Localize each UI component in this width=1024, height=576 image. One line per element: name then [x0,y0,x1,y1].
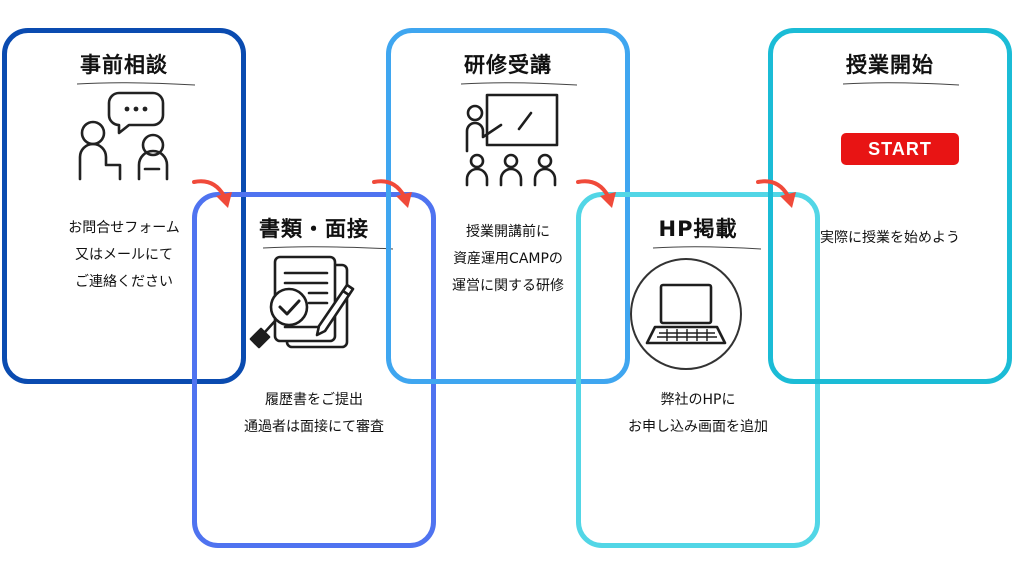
document-review-icon [249,255,355,349]
title-underline [842,82,960,86]
description-line: 授業開講前に [466,224,550,240]
flow-arrow-icon [576,179,616,208]
step-title: 授業開始 [846,53,934,77]
start-badge: START [841,133,959,165]
flow-arrow-icon [756,179,796,208]
step-card-hp-listing: HP掲載 弊社のHPに お申し込み画面を追加 [576,192,820,548]
step-description: 実際に授業を始めよう [773,225,1007,252]
description-line: 資産運用CAMPの [453,251,563,267]
step-title: HP掲載 [658,217,738,241]
step-description: 履歴書をご提出 通過者は面接にて審査 [197,387,431,441]
title-underline [76,82,196,86]
step-description: 授業開講前に 資産運用CAMPの 運営に関する研修 [391,219,625,300]
step-card-class-start: 授業開始 START 実際に授業を始めよう [768,28,1012,384]
description-line: 通過者は面接にて審査 [244,419,384,435]
training-presentation-icon [465,93,559,187]
description-line: 運営に関する研修 [452,278,564,294]
description-line: 履歴書をご提出 [265,392,363,408]
step-title: 書類・面接 [259,217,369,241]
laptop-icon [630,258,742,370]
step-title: 事前相談 [80,53,168,77]
flow-arrow-icon [372,179,412,208]
description-line: お問合せフォーム [68,220,180,236]
title-underline [460,82,578,86]
description-line: 弊社のHPに [660,392,736,408]
title-underline [262,246,394,250]
description-line: ご連絡ください [75,274,173,290]
step-card-consultation: 事前相談 お問合せフォーム 又はメールにて ご連絡ください [2,28,246,384]
step-description: お問合せフォーム 又はメールにて ご連絡ください [7,215,241,296]
step-card-training: 研修受講 授業開講前に 資産運用CAMPの 運営に関する研修 [386,28,630,384]
flow-arrow-icon [192,179,232,208]
title-underline [652,246,762,250]
step-title: 研修受講 [464,53,552,77]
description-line: お申し込み画面を追加 [628,419,768,435]
step-description: 弊社のHPに お申し込み画面を追加 [581,387,815,441]
description-line: 実際に授業を始めよう [820,230,960,246]
consultation-icon [78,91,169,181]
description-line: 又はメールにて [75,247,173,263]
step-card-documents-interview: 書類・面接 履歴書をご提出 通過者は面接にて審査 [192,192,436,548]
